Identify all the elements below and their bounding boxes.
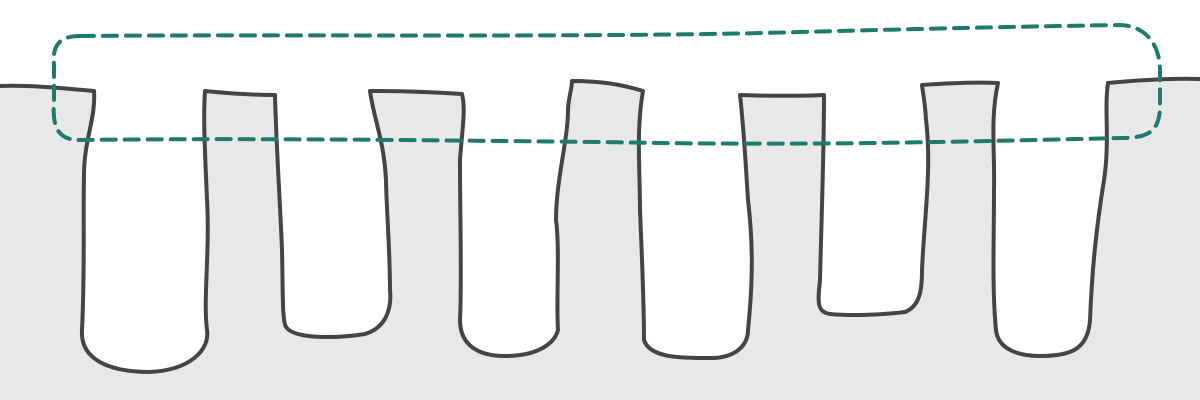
ground-region xyxy=(0,78,1200,400)
surface-highlight-box xyxy=(51,23,1162,146)
surface-outline xyxy=(0,76,1200,374)
